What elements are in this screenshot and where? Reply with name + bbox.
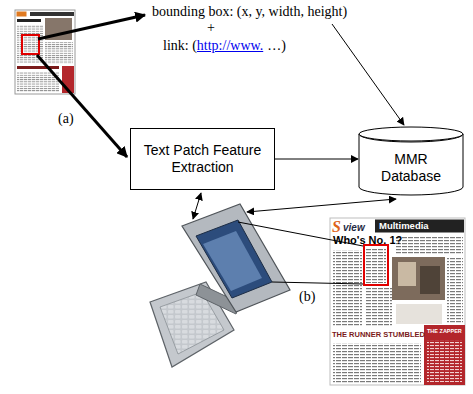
page bbox=[330, 218, 465, 385]
article-headline: THE RUNNER STUMBLED bbox=[332, 331, 425, 339]
photo bbox=[398, 262, 416, 286]
annotation-text: …) bbox=[267, 38, 286, 53]
hyperlink: http://www. bbox=[197, 38, 263, 53]
body-text bbox=[366, 248, 386, 283]
annotation-text: bounding box: (x, y, width, height) bbox=[152, 4, 347, 19]
view-line bbox=[272, 282, 363, 284]
logo-text: view bbox=[343, 222, 365, 233]
process-box: Text Patch Feature Extraction bbox=[130, 128, 275, 190]
cylinder-top bbox=[359, 127, 463, 141]
highlight-box bbox=[22, 35, 39, 54]
thick-arrow bbox=[38, 15, 145, 39]
figure-label: (a) bbox=[58, 111, 74, 126]
headline bbox=[17, 19, 41, 22]
sidebar-heading: THE ZAPPER bbox=[427, 328, 462, 334]
header-bar bbox=[375, 220, 464, 233]
article-headline: Who's No. 1? bbox=[333, 234, 402, 246]
photo bbox=[420, 266, 440, 294]
document-thumbnail bbox=[15, 10, 75, 94]
sidebar bbox=[424, 325, 465, 385]
phone-screen bbox=[196, 220, 272, 298]
thick-arrow bbox=[37, 55, 127, 157]
sidebar-text bbox=[427, 340, 462, 382]
section-heading: Multimedia bbox=[379, 221, 429, 231]
headline bbox=[17, 66, 59, 69]
double-arrow bbox=[247, 199, 396, 212]
body-text bbox=[395, 236, 463, 254]
figure-label: (b) bbox=[299, 289, 315, 304]
document-page bbox=[330, 218, 465, 385]
header-bar bbox=[30, 12, 74, 16]
body-text bbox=[366, 288, 392, 326]
body-text bbox=[45, 42, 73, 64]
body-text bbox=[333, 343, 421, 383]
annotation-text: link: ( bbox=[163, 38, 197, 53]
page bbox=[15, 10, 75, 94]
arrow bbox=[332, 24, 404, 125]
connector-arrow bbox=[275, 159, 358, 160]
node-text: Text Patch Feature Extraction bbox=[141, 142, 265, 176]
double-arrow bbox=[193, 193, 201, 219]
body-text bbox=[333, 250, 362, 326]
logo-letter: S bbox=[332, 218, 341, 236]
body-text bbox=[447, 257, 463, 323]
pull-quote bbox=[396, 304, 442, 324]
logo bbox=[17, 12, 27, 17]
node-text: MMR Database bbox=[375, 151, 447, 185]
database-cylinder: MMR Database bbox=[358, 126, 464, 196]
cylinder-body bbox=[359, 134, 463, 195]
highlight-box bbox=[364, 245, 388, 285]
screen-image bbox=[203, 231, 262, 291]
plus-sign: + bbox=[207, 20, 215, 35]
photo-collage bbox=[392, 257, 445, 300]
phone-lid bbox=[182, 204, 290, 312]
